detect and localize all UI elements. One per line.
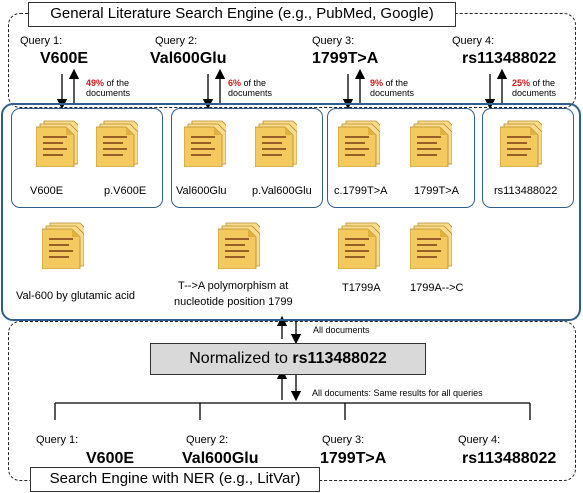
doc-label-v600e: V600E: [30, 185, 64, 197]
q4-term: rs113488022: [462, 50, 557, 67]
bq4-term: rs113488022: [462, 450, 557, 467]
bq4-label: Query 4:: [458, 434, 501, 446]
doc-label-1799a-c: 1799A-->C: [410, 282, 464, 294]
all-documents-label: All documents: [313, 325, 370, 335]
document-icon: [338, 222, 380, 269]
group-rs: [482, 108, 574, 208]
q3-term: 1799T>A: [312, 50, 379, 67]
document-icon: [36, 120, 78, 167]
document-icon: [500, 120, 542, 167]
doc-label-1799t: 1799T>A: [414, 185, 459, 197]
bq1-label: Query 1:: [36, 434, 79, 446]
group-1799t: [327, 108, 475, 208]
q2-term: Val600Glu: [150, 50, 227, 67]
doc-label-p-val600glu: p.Val600Glu: [252, 185, 312, 197]
bq2-label: Query 2:: [186, 434, 229, 446]
normalized-term: rs113488022: [292, 350, 387, 367]
document-icon: [410, 222, 452, 269]
document-icon: [42, 222, 84, 269]
document-icon: [338, 120, 380, 167]
doc-label-p-v600e: p.V600E: [104, 185, 147, 197]
q2-label: Query 2:: [155, 35, 198, 47]
doc-label-rs: rs113488022: [494, 185, 558, 197]
doc-label-glutamic: Val-600 by glutamic acid: [16, 290, 136, 302]
bq1-term: V600E: [86, 450, 135, 467]
normalized-box: Normalized to rs113488022: [150, 343, 426, 375]
q4-label: Query 4:: [452, 35, 495, 47]
doc-label-polymorphism-2: nucleotide position 1799: [174, 296, 293, 308]
doc-label-val600glu: Val600Glu: [176, 185, 227, 197]
bq3-term: 1799T>A: [320, 450, 387, 467]
document-icon: [218, 222, 260, 269]
documents-frame: [1, 103, 581, 321]
q1-label: Query 1:: [20, 35, 63, 47]
document-icon: [410, 120, 452, 167]
doc-label-polymorphism-1: T-->A polymorphism at: [178, 280, 289, 292]
group-val600glu: [171, 108, 323, 208]
document-icon: [184, 120, 226, 167]
q3-label: Query 3:: [312, 35, 355, 47]
bottom-engine-label: Search Engine with NER (e.g., LitVar): [30, 467, 320, 492]
q1-term: V600E: [40, 50, 89, 67]
doc-label-c1799: c.1799T>A: [334, 185, 388, 197]
document-icon: [96, 120, 138, 167]
doc-label-t1799a: T1799A: [342, 282, 381, 294]
document-icon: [255, 120, 297, 167]
top-engine-label: General Literature Search Engine (e.g., …: [28, 2, 456, 27]
bq2-term: Val600Glu: [182, 450, 259, 467]
group-v600e: [11, 108, 163, 208]
bq3-label: Query 3:: [322, 434, 365, 446]
same-results-label: All documents: Same results for all quer…: [312, 388, 483, 398]
normalized-prefix: Normalized to: [189, 350, 288, 367]
